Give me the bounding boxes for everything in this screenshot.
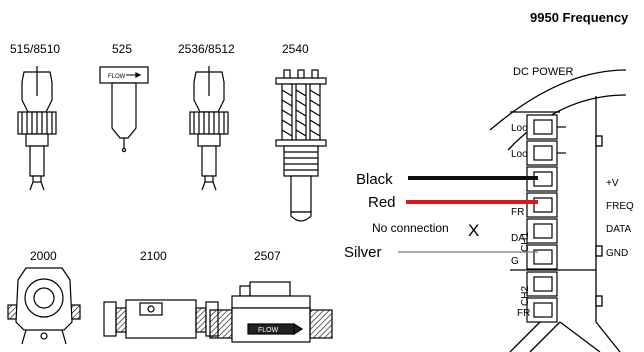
channel-label-ch2: CH2	[520, 286, 531, 306]
channel-label-ch1: CH1	[520, 232, 531, 252]
diagram-title: 9950 Frequency	[530, 10, 629, 25]
sensor-2536-8512-drawing	[189, 66, 229, 191]
terminal-label-data: DATA	[606, 224, 632, 235]
no-connection-marker: X	[468, 221, 479, 240]
sensor-label-2507: 2507	[254, 249, 281, 263]
sensor-525-drawing	[99, 66, 149, 153]
terminal-screws	[526, 114, 566, 323]
terminal-label-plus-v: +V	[606, 178, 619, 189]
slot-label-data: DA	[511, 233, 525, 244]
sensor-2000-drawing	[7, 267, 81, 345]
sensor-2507-drawing	[209, 281, 333, 343]
sensor-515-8510-drawing	[17, 66, 57, 191]
sensor-label-2000: 2000	[30, 249, 57, 263]
sensor-label-2536-8512: 2536/8512	[178, 42, 235, 56]
wire-label-silver: Silver	[344, 244, 382, 261]
wire-label-no-connection: No connection	[372, 221, 449, 235]
flow-direction-label: FLOW	[108, 74, 126, 80]
slot-label-freq: FR	[511, 207, 524, 218]
sensor-2540-drawing	[275, 69, 327, 222]
dc-power-label: DC POWER	[513, 66, 574, 78]
sensor-label-2540: 2540	[282, 42, 309, 56]
slot-label-loop-1: Loo	[511, 123, 528, 134]
terminal-label-gnd: GND	[606, 248, 628, 259]
flow-direction-label-2507: FLOW	[258, 327, 279, 334]
slot-label-loop-2: Loo	[511, 149, 528, 160]
sensor-2100-drawing	[103, 299, 219, 339]
sensor-label-515-8510: 515/8510	[10, 42, 60, 56]
terminal-block-housing	[489, 69, 627, 352]
slot-label-freq-ch2: FR	[517, 308, 530, 319]
terminal-label-freq: FREQ	[606, 201, 634, 212]
sensor-label-2100: 2100	[140, 249, 167, 263]
sensor-label-525: 525	[112, 42, 132, 56]
slot-label-gnd: G	[511, 256, 519, 267]
wire-label-red: Red	[368, 194, 396, 211]
wire-label-black: Black	[356, 171, 393, 188]
